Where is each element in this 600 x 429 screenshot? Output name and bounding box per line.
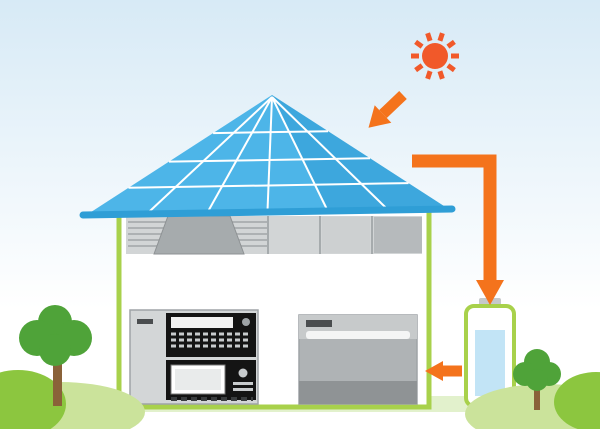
- upstairs-windows: [126, 215, 422, 255]
- window-pane-right: [374, 217, 422, 253]
- solar-panel-roof: [79, 95, 456, 219]
- roof-eave: [79, 205, 456, 219]
- cabinet-vent: [137, 319, 153, 324]
- battery-to-appliances-arrow: [425, 361, 462, 381]
- audio-display: [171, 317, 233, 328]
- energy-flow-arrows: [368, 91, 504, 381]
- microwave-knob: [238, 368, 248, 378]
- tree-left-trunk: [53, 358, 62, 406]
- window-pane-middle: [322, 217, 370, 253]
- sunlight-arrow: [368, 91, 407, 128]
- trees: [19, 305, 561, 410]
- dishwasher-handle: [306, 331, 410, 339]
- bushes: [0, 370, 600, 429]
- bush-right: [554, 372, 600, 429]
- microwave-button-row-2: [233, 388, 253, 391]
- microwave-button-row-1: [233, 382, 253, 385]
- dishwasher-control: [306, 320, 332, 327]
- house: [116, 206, 432, 410]
- sun-core: [422, 43, 448, 69]
- tree-left-canopy: [19, 305, 92, 366]
- dishwasher: [298, 314, 418, 405]
- bush-left: [0, 370, 66, 429]
- sun-rays: [411, 32, 459, 80]
- battery-cell: [475, 330, 505, 396]
- kitchen-appliances: [129, 309, 418, 405]
- range-hood: [153, 215, 245, 255]
- microwave-window-glass: [175, 369, 221, 390]
- audio-knob: [242, 318, 250, 326]
- audio-buttons: [171, 332, 249, 348]
- appliance-stack: [129, 309, 259, 405]
- window-dividers: [267, 216, 373, 254]
- dishwasher-base: [299, 381, 417, 404]
- tree-left: [19, 305, 92, 406]
- storage-battery: [464, 298, 516, 408]
- tree-right: [513, 349, 561, 410]
- tree-right-trunk: [534, 385, 540, 410]
- roof-shade: [272, 95, 447, 210]
- sun-icon: [411, 32, 459, 80]
- tree-right-canopy: [513, 349, 561, 391]
- roof-to-battery-arrow: [412, 154, 504, 305]
- solar-panel-grid: [128, 96, 409, 214]
